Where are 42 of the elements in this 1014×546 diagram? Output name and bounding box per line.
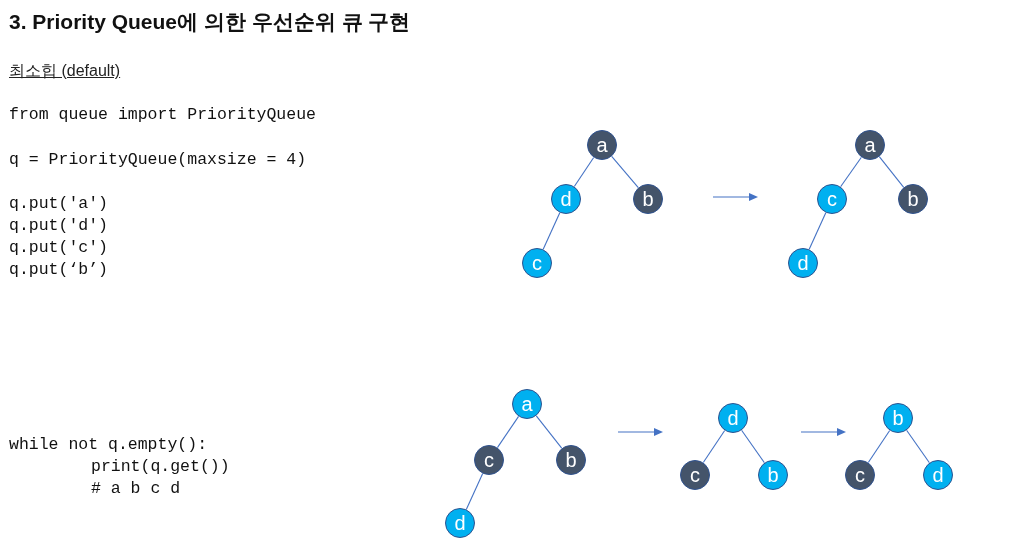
code-line: q.put('a') [9, 194, 109, 214]
tree-node: d [788, 248, 818, 278]
code-line: q.put('d') [9, 216, 109, 236]
tree-node: c [680, 460, 710, 490]
tree-edge [702, 429, 726, 464]
code-line: while not q.empty(): [9, 435, 208, 455]
tree-node: d [445, 508, 475, 538]
tree-node: a [855, 130, 885, 160]
tree-edge [878, 156, 905, 188]
tree-node: b [556, 445, 586, 475]
tree-edge [867, 429, 891, 464]
tree-node: d [923, 460, 953, 490]
tree-node: c [845, 460, 875, 490]
tree-node: a [512, 389, 542, 419]
tree-node: b [883, 403, 913, 433]
code-line: # a b c d [91, 479, 181, 499]
tree-node: c [474, 445, 504, 475]
tree-edge [906, 429, 930, 464]
tree-node: d [718, 403, 748, 433]
tree-edge [611, 155, 639, 189]
tree-node: b [898, 184, 928, 214]
tree-node: b [633, 184, 663, 214]
section-heading: 최소힙 (default) [9, 61, 121, 81]
code-line: q = PriorityQueue(maxsize = 4) [9, 150, 307, 170]
tree-edge [465, 473, 484, 510]
tree-node: c [817, 184, 847, 214]
tree-edge [808, 212, 827, 250]
tree-edge [542, 212, 561, 250]
tree-node: b [758, 460, 788, 490]
tree-edge [741, 429, 765, 464]
code-line: from queue import PriorityQueue [9, 105, 316, 125]
code-line: q.put(‘b’) [9, 260, 109, 280]
title: 3. Priority Queue에 의한 우선순위 큐 구현 [9, 9, 411, 35]
tree-edge [573, 156, 595, 188]
code-line: q.put('c') [9, 238, 109, 258]
tree-edge [496, 415, 520, 449]
code-line: print(q.get()) [91, 457, 230, 477]
tree-node: d [551, 184, 581, 214]
tree-node: a [587, 130, 617, 160]
tree-edge [535, 415, 563, 449]
tree-edge [840, 156, 862, 188]
tree-node: c [522, 248, 552, 278]
